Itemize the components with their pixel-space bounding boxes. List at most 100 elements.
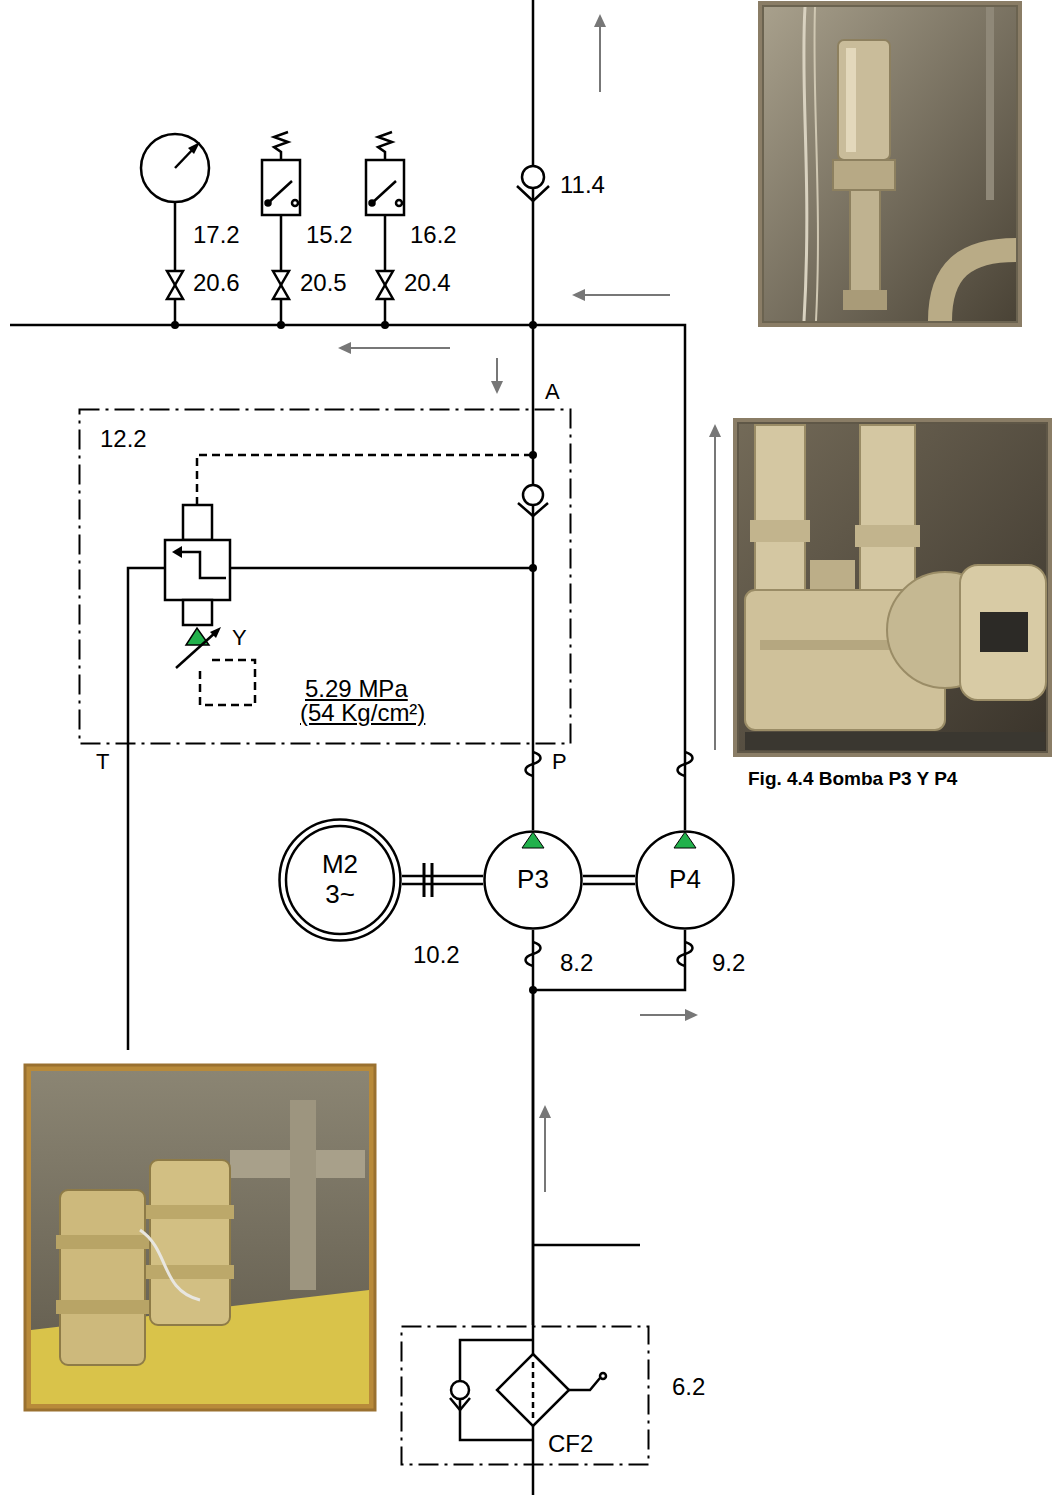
junction-dots-circle [529,321,537,329]
pressure-setting: 5.29 MPa [305,675,408,702]
flow-arrows-path [599,24,601,92]
label-holder: 5.29 MPa [305,676,408,702]
flow-arrows-polygon [572,289,585,301]
node-label: P3 [517,865,549,895]
photo-filters-rect [56,1235,149,1249]
instruments-circle [396,200,402,206]
flow-arrows-polygon [539,1105,551,1118]
pump-ring [637,832,734,929]
relief-valve-symbol-path [518,503,548,516]
label-holder: 16.2 [410,222,457,248]
junction-dots-circle [171,321,179,329]
callout-number: Y [232,625,247,650]
junction-dots [171,321,537,994]
relief-valve-symbol-circle [523,485,543,505]
label-holder: 20.6 [193,270,240,296]
node-text-box: P3 [483,830,583,930]
node-text-box: CF2 [400,1325,650,1458]
pressure-setting: (54 Kg/cm²) [300,699,425,726]
instruments-path [268,132,292,203]
filter-symbol-path [569,1378,600,1390]
label-holder: 20.5 [300,270,347,296]
filter-symbol-path [450,1398,470,1410]
photo-top-path [804,7,807,321]
flow-arrows-path [714,434,716,750]
photo-filters-rect [56,1300,149,1314]
pump-circle: P3 [483,830,583,930]
callout-number: 8.2 [560,949,593,976]
flow-arrows-polygon [709,424,721,437]
shaft-coupling-path [424,863,432,897]
instruments-path [517,186,549,201]
flow-arrows-polygon [491,381,503,394]
flow-arrows-path [582,294,670,296]
photo-top-rect [838,40,890,160]
node-label: 12.2 [100,425,147,453]
label-holder: (54 Kg/cm²) [300,700,425,726]
label-holder: 10.2 [413,942,460,968]
junction-dots-circle [529,451,537,459]
label-holder: T [96,750,109,774]
label-holder: 17.2 [193,222,240,248]
photo-top-rect [850,190,880,300]
instruments-circle [141,134,209,202]
flow-arrows-polygon [594,14,606,27]
relief-valve-symbol-path [176,632,216,668]
photo-filters-path [140,1230,200,1300]
photo-top-path [986,7,994,200]
label-holder: 8.2 [560,950,593,976]
flow-arrows-path [544,1115,546,1192]
pump-circle: P4 [635,830,735,930]
relief-valve-symbol-path [230,567,533,570]
photo-top-rect [760,3,1020,325]
node-label: CF2 [548,1430,593,1458]
callout-number: 20.4 [404,269,451,296]
photo-pumps-rect [980,612,1028,652]
callout-number: 17.2 [193,221,240,248]
photo-filters-rect [25,1065,375,1410]
pipe-connector [402,876,483,884]
photo-pumps [735,420,1050,755]
callout-number: 16.2 [410,221,457,248]
callout-number: 20.6 [193,269,240,296]
photo-filters [25,1065,375,1410]
junction-dots-circle [381,321,389,329]
instruments-path [372,132,396,203]
photo-pumps-rect [750,520,810,542]
photo-pumps-rect [755,425,805,595]
relief-valve-symbol-rect [183,505,212,540]
filter-symbol [450,1325,606,1495]
photo-top-rect [843,290,887,310]
relief-valve-symbol-polygon [172,546,182,558]
motor-circle: M23~ [278,818,402,942]
photo-top [760,3,1020,325]
relief-valve-symbol-rect [165,540,230,600]
relief-valve-symbol [128,455,548,1050]
relief-valve-symbol-path [200,660,255,705]
instruments-rect [262,160,300,215]
filter-symbol-path [532,1426,535,1495]
node-label: M2 [322,850,358,880]
callout-number: A [545,379,560,404]
label-holder: 6.2 [672,1374,705,1400]
instruments-path [273,271,289,299]
pipe-connector [532,745,535,830]
callout-number: 15.2 [306,221,353,248]
dash-dot-border [80,410,571,744]
photo-pumps-rect [735,420,1050,755]
instruments-polygon [188,142,200,154]
photo-filters-rect [31,1071,369,1404]
discharge-triangle [674,832,696,848]
hose-symbols-path [678,752,693,776]
photo-top-rect [846,48,856,152]
instruments-circle [292,200,298,206]
photo-filters-rect [290,1100,316,1290]
photo-pumps-rect [855,525,920,547]
filter-symbol-path [532,1362,535,1418]
node-text-box: 12.2 [78,408,572,453]
relief-valve-symbol-path [128,568,165,1050]
piping-path [533,1244,640,1247]
label-holder: A [545,380,560,404]
